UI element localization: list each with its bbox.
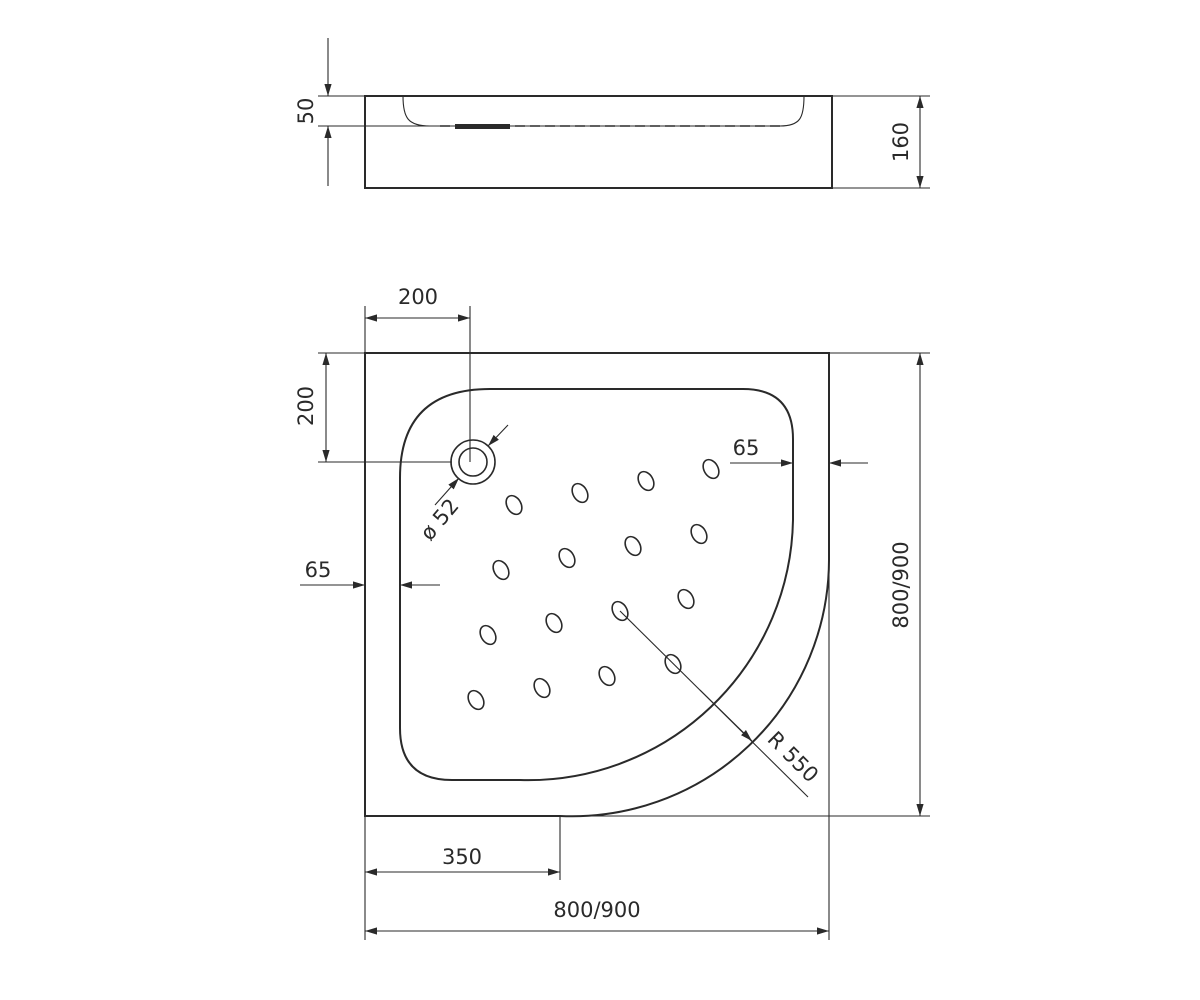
dimple — [533, 677, 551, 699]
dim-side-depth-label: 50 — [294, 98, 318, 125]
dimple — [624, 535, 642, 557]
dimple — [690, 523, 708, 545]
dim-rim-right-label: 65 — [733, 436, 760, 460]
top-view: 200 200 ø 52 65 65 R 550 800/900 — [294, 285, 930, 940]
dimple — [545, 612, 563, 634]
side-view-basin-profile — [402, 95, 805, 127]
dim-straight-label: 350 — [442, 845, 482, 869]
top-view-outer-outline — [364, 352, 830, 818]
side-view-outline — [364, 95, 833, 189]
side-view-drain — [455, 124, 510, 129]
dimple — [702, 458, 720, 480]
anti-slip-dimples — [467, 458, 720, 711]
dimple — [479, 624, 497, 646]
dim-rim-left-label: 65 — [305, 558, 332, 582]
top-view-inner-basin — [399, 388, 794, 782]
dimple — [467, 689, 485, 711]
dim-drain-x-label: 200 — [398, 285, 438, 309]
dim-width-label: 800/900 — [553, 898, 640, 922]
dimple — [637, 470, 655, 492]
dimple — [571, 482, 589, 504]
dimple — [598, 665, 616, 687]
dim-drain-diameter-arrow-out — [487, 424, 509, 447]
dim-height-label: 800/900 — [889, 541, 913, 628]
dim-drain-y-label: 200 — [294, 386, 318, 426]
dimple — [505, 494, 523, 516]
drain-inner-ring — [458, 447, 488, 477]
dim-drain-diameter-arrow-in — [434, 477, 460, 506]
dimple — [677, 588, 695, 610]
dimple — [492, 559, 510, 581]
dim-side-height-label: 160 — [889, 122, 913, 162]
dim-drain-diameter-label: ø 52 — [416, 494, 464, 545]
dim-radius-label: R 550 — [763, 727, 823, 787]
dimple — [558, 547, 576, 569]
dim-radius-arrow — [699, 689, 753, 742]
side-view: 50 160 — [294, 38, 930, 189]
